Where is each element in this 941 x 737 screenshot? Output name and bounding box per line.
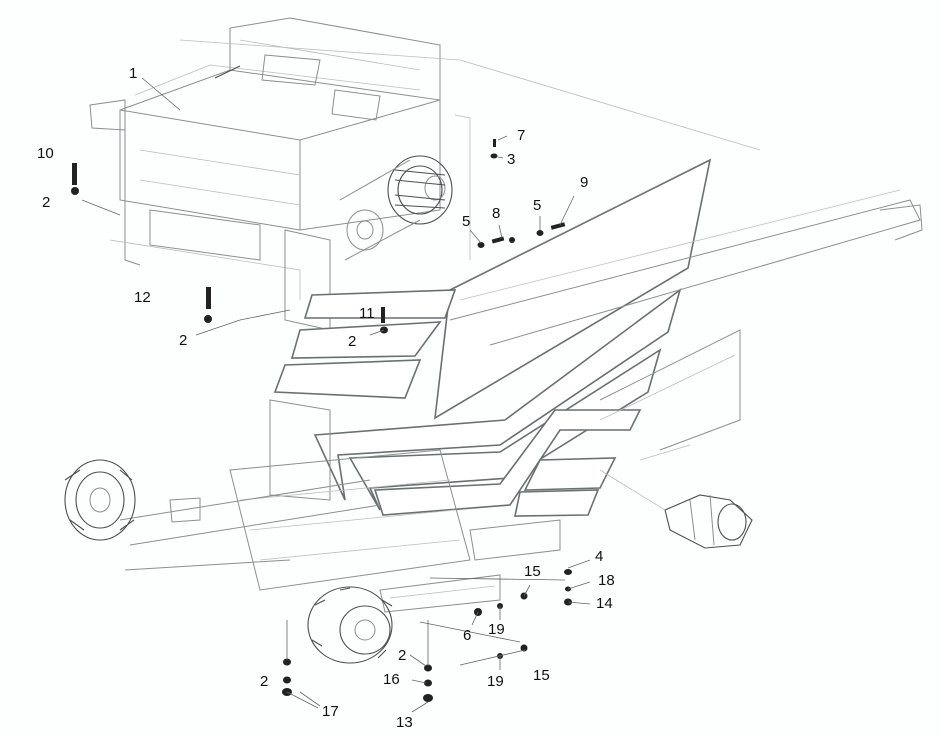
callout-15: 15 — [524, 563, 541, 580]
callout-2: 2 — [260, 673, 268, 690]
callout-19: 19 — [488, 621, 505, 638]
callout-7: 7 — [517, 127, 525, 144]
callout-18: 18 — [598, 572, 615, 589]
conveyor-frame — [119, 189, 923, 613]
callout-13: 13 — [396, 714, 413, 731]
guard-plates — [273, 158, 712, 517]
hardware-parts — [71, 139, 572, 702]
callout-14: 14 — [596, 595, 613, 612]
callout-6: 6 — [463, 627, 471, 644]
callout-12: 12 — [134, 289, 151, 306]
callout-labels: 1 10 2 12 2 11 2 7 3 9 5 8 5 4 18 14 15 … — [37, 65, 615, 731]
callout-2: 2 — [398, 647, 406, 664]
hydraulic-motor — [599, 469, 753, 549]
drive-pulley — [339, 155, 453, 261]
leader-lines — [81, 77, 591, 713]
left-drive-hub — [64, 459, 136, 541]
callout-5: 5 — [462, 213, 470, 230]
callout-9: 9 — [580, 174, 588, 191]
callout-10: 10 — [37, 145, 54, 162]
callout-1: 1 — [129, 65, 137, 82]
callout-4: 4 — [595, 548, 603, 565]
callout-16: 16 — [383, 671, 400, 688]
callout-8: 8 — [492, 205, 500, 222]
callout-19: 19 — [487, 673, 504, 690]
callout-2: 2 — [348, 333, 356, 350]
callout-2: 2 — [179, 332, 187, 349]
callout-17: 17 — [322, 703, 339, 720]
lower-sprocket — [307, 586, 393, 664]
callout-15: 15 — [533, 667, 550, 684]
callout-3: 3 — [507, 151, 515, 168]
callout-11: 11 — [359, 305, 375, 322]
callout-5: 5 — [533, 197, 541, 214]
callout-2: 2 — [42, 194, 50, 211]
